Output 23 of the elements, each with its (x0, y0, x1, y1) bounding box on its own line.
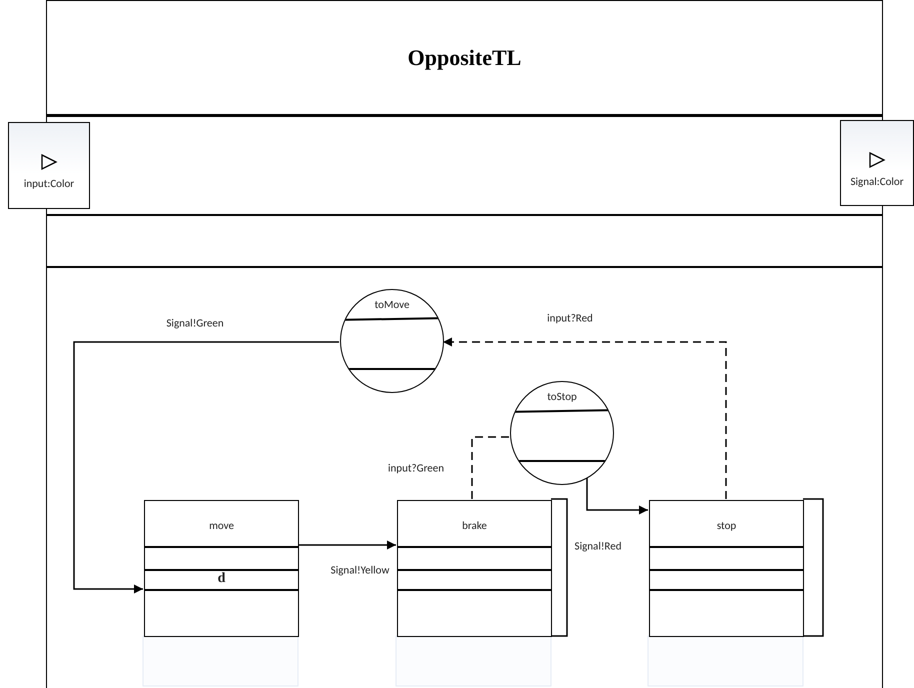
port-box (8, 122, 90, 209)
state-box (144, 500, 299, 637)
port-label: Signal:Color (849, 175, 905, 188)
edge-label: Signal!Red (574, 540, 622, 552)
port-label: input:Color (22, 177, 76, 190)
state-box (649, 500, 804, 637)
choice-name: toStop (546, 390, 578, 403)
state-name: stop (716, 519, 738, 532)
arrow (298, 540, 396, 550)
edge-label: input?Red (546, 312, 594, 324)
state-name: move (208, 519, 235, 532)
choice-name: toMove (374, 298, 410, 311)
state-box (397, 500, 552, 637)
state-variable: d (216, 570, 226, 588)
dashed-arrow (442, 338, 727, 499)
state-name: brake (461, 519, 488, 532)
port-box (840, 120, 914, 206)
edge-label: Signal!Green (165, 316, 225, 330)
edge-label: input?Green (387, 462, 445, 474)
arrow (73, 341, 340, 594)
class-name: OppositeTL (406, 45, 522, 71)
edge-label: Signal!Yellow (330, 564, 390, 576)
arrow (586, 477, 648, 514)
